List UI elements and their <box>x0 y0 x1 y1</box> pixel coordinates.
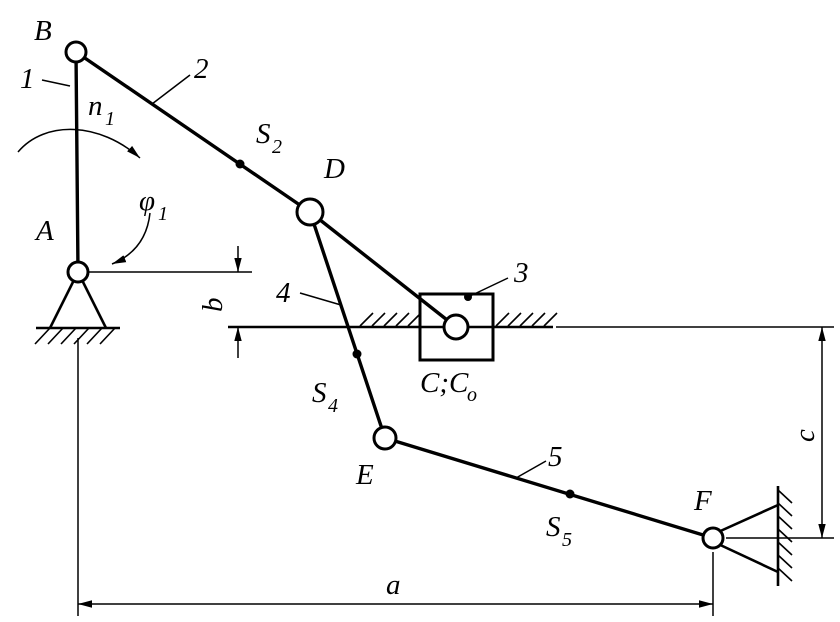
link-4-coupler-DE <box>308 210 387 440</box>
dimension-a <box>77 338 714 616</box>
label-joint-E: E <box>355 459 374 491</box>
label-S2: S <box>256 118 271 150</box>
label-dim-c: c <box>789 429 821 442</box>
ground-support-A <box>34 279 120 345</box>
angle-arc-phi1 <box>111 212 151 265</box>
leader-link-3 <box>467 277 509 298</box>
label-n1-sub: 1 <box>105 108 115 130</box>
label-n1: n <box>88 90 103 122</box>
joint-F <box>701 526 725 550</box>
label-link-1: 1 <box>20 63 35 95</box>
label-S5-sub: 5 <box>562 529 572 551</box>
mass-center-S2-dot <box>235 159 245 169</box>
dimension-b <box>86 246 252 358</box>
guide-hatching-right <box>495 312 558 327</box>
link-DC <box>308 210 458 329</box>
mass-center-S4-dot <box>352 349 362 359</box>
label-link-2: 2 <box>194 53 209 85</box>
label-dim-a: a <box>386 569 401 601</box>
link-1-crank-AB <box>74 50 80 274</box>
leader-link-4 <box>299 292 342 306</box>
label-joint-C: C;C <box>420 367 469 399</box>
label-joint-B: B <box>34 15 52 47</box>
joint-D <box>295 197 325 227</box>
rotation-arrow-n1 <box>17 128 141 159</box>
label-link-3: 3 <box>513 257 529 289</box>
leader-dot-3 <box>464 293 472 301</box>
label-phi1: φ <box>139 185 155 217</box>
joint-A <box>66 260 90 284</box>
link-5-rocker-EF <box>383 436 715 540</box>
label-S4: S <box>312 377 327 409</box>
mass-center-S5-dot <box>565 489 575 499</box>
leader-link-2 <box>151 74 191 105</box>
label-joint-D: D <box>323 153 345 185</box>
label-S5: S <box>546 511 561 543</box>
label-phi1-sub: 1 <box>158 203 168 225</box>
leader-link-5 <box>515 460 547 479</box>
leader-link-1 <box>41 79 71 87</box>
joint-C <box>442 313 470 341</box>
link-2-coupler-BD <box>74 50 312 214</box>
label-link-5: 5 <box>548 441 563 473</box>
label-joint-C-sub: o <box>467 384 477 406</box>
slider-block-3 <box>418 292 495 362</box>
label-S2-sub: 2 <box>272 136 282 158</box>
label-link-4: 4 <box>276 277 291 309</box>
dimension-c <box>556 326 834 539</box>
label-S4-sub: 4 <box>328 395 338 417</box>
label-joint-A: A <box>34 215 54 247</box>
label-dim-b: b <box>197 298 229 313</box>
joint-B <box>64 40 88 64</box>
guide-hatching-left <box>359 312 422 327</box>
wall-support-F <box>715 486 793 586</box>
joint-E <box>372 425 398 451</box>
label-joint-F: F <box>693 485 712 517</box>
